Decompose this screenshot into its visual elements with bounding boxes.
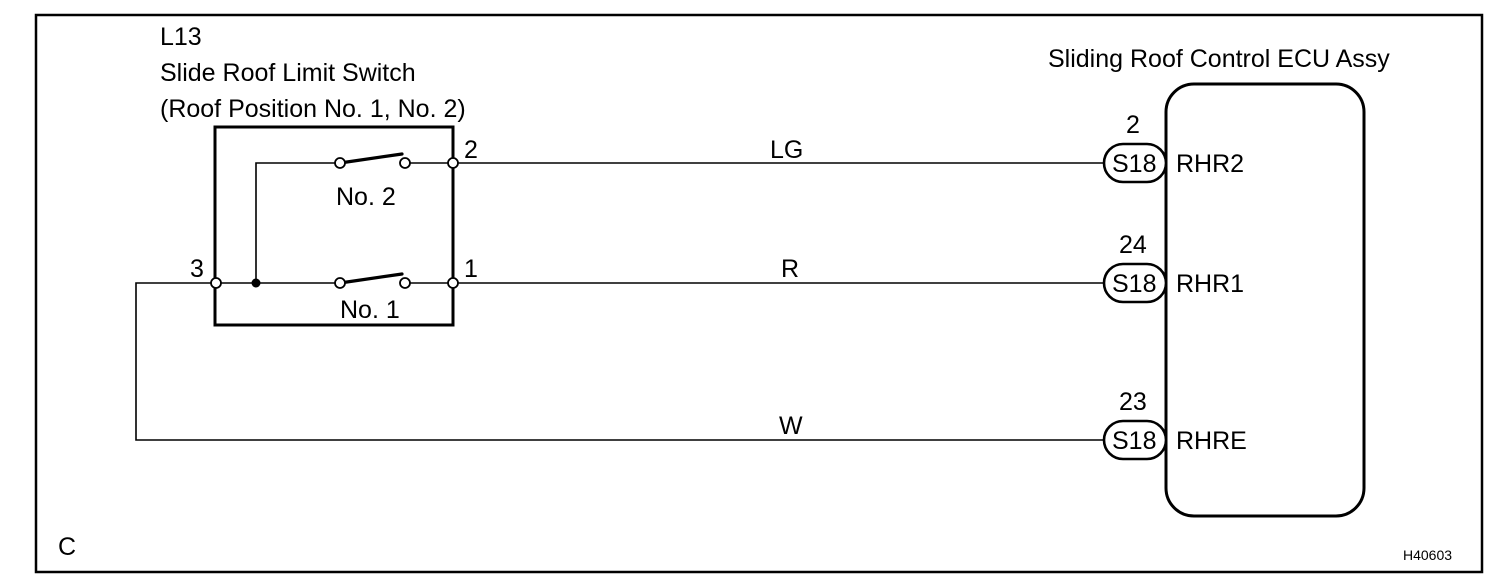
internal-common-line — [255, 162, 340, 283]
switch-subtitle: (Roof Position No. 1, No. 2) — [160, 95, 466, 123]
connector-code: S18 — [1112, 150, 1156, 178]
wire-color-lg: LG — [770, 136, 803, 164]
ecu-pin-number: 24 — [1119, 231, 1147, 259]
connector-badge — [1102, 262, 1168, 304]
ecu-pin-number: 2 — [1126, 111, 1140, 139]
corner-label: C — [58, 533, 76, 561]
diagram-frame — [34, 13, 1484, 574]
connector-badge — [1102, 419, 1168, 461]
contact-label-no2: No. 2 — [336, 183, 396, 211]
wire-color-r: R — [781, 255, 799, 283]
ecu-name: Sliding Roof Control ECU Assy — [1048, 45, 1390, 73]
switch-contact-no2-a — [334, 157, 346, 169]
connector-badge — [1102, 142, 1168, 184]
wire-w — [135, 282, 1104, 441]
figure-code: H40603 — [1403, 547, 1452, 563]
wire-color-w: W — [779, 412, 803, 440]
junction-dot — [251, 278, 261, 288]
ecu-signal-name: RHR1 — [1176, 270, 1244, 298]
switch-code: L13 — [160, 23, 202, 51]
connector-code: S18 — [1112, 270, 1156, 298]
ecu-signal-name: RHRE — [1176, 427, 1247, 455]
ecu-body — [1164, 82, 1366, 518]
switch-contact-no2-b — [399, 157, 411, 169]
switch-contact-no1-lever — [338, 272, 404, 285]
switch-name: Slide Roof Limit Switch — [160, 59, 416, 87]
pin-number-1: 1 — [464, 255, 478, 283]
pin-number-3: 3 — [190, 255, 204, 283]
switch-body — [213, 125, 455, 327]
terminal-pin-2 — [447, 157, 459, 169]
switch-contact-no2-lever — [338, 152, 404, 165]
pin-number-2: 2 — [464, 136, 478, 164]
terminal-pin-1 — [447, 277, 459, 289]
contact-label-no1: No. 1 — [340, 296, 400, 324]
connector-code: S18 — [1112, 427, 1156, 455]
switch-contact-no1-b — [399, 277, 411, 289]
terminal-pin-3 — [210, 277, 222, 289]
ecu-signal-name: RHR2 — [1176, 150, 1244, 178]
ecu-pin-number: 23 — [1119, 388, 1147, 416]
switch-contact-no1-a — [334, 277, 346, 289]
